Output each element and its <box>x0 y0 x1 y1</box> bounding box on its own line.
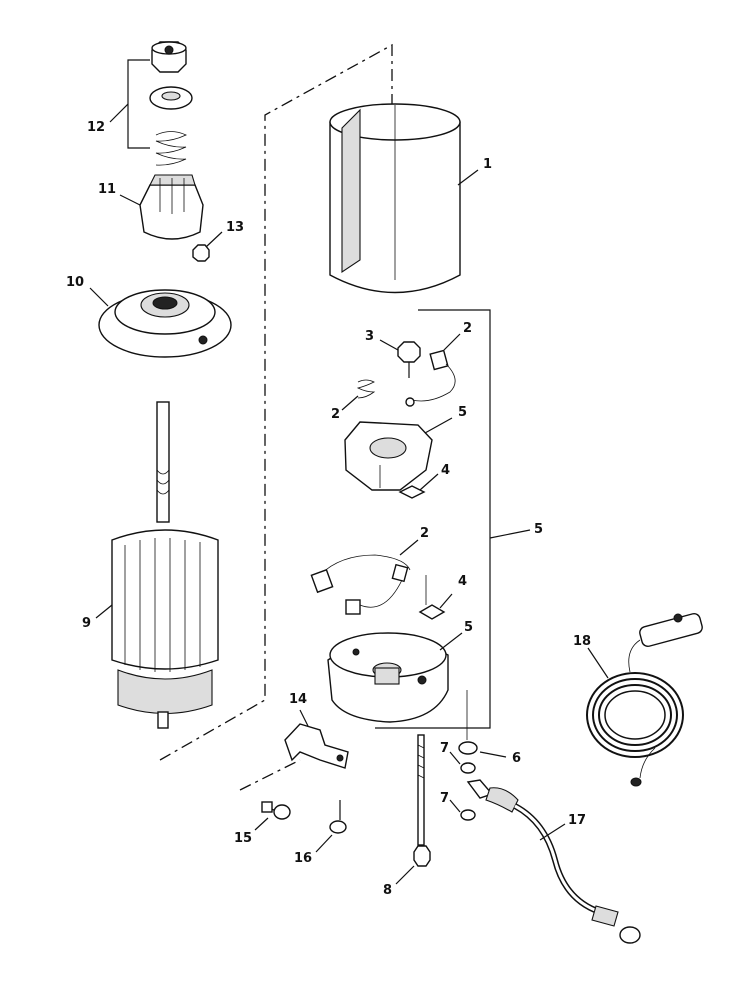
callout-7-upper: 7 <box>440 741 449 756</box>
callout-5-group: 5 <box>534 522 543 537</box>
mounting-bracket-part <box>284 709 349 769</box>
battery-cable-part <box>466 779 641 944</box>
commutator-end-cap <box>327 632 463 723</box>
callout-8: 8 <box>383 883 392 898</box>
callout-9: 9 <box>82 616 91 631</box>
nut-washer-spring-set <box>109 41 193 166</box>
callout-4-lower: 4 <box>458 574 467 589</box>
armature-part <box>95 401 219 729</box>
through-bolt-part <box>395 734 431 885</box>
callout-14: 14 <box>289 692 307 707</box>
brush-holder-group <box>341 333 461 411</box>
callout-4-upper: 4 <box>441 463 450 478</box>
drive-end-cap-part <box>89 287 232 358</box>
callout-5-cap: 5 <box>464 620 473 635</box>
callout-18: 18 <box>573 634 591 649</box>
callout-2-spring: 2 <box>331 407 340 422</box>
callout-13: 13 <box>226 220 244 235</box>
callout-17: 17 <box>568 813 586 828</box>
callout-1: 1 <box>483 157 492 172</box>
screws <box>254 800 347 853</box>
pinion-drive-part <box>119 174 204 240</box>
callout-2-brush: 2 <box>463 321 472 336</box>
square-nut-upper <box>398 473 439 499</box>
brush-spring-set <box>310 539 419 615</box>
field-housing-part <box>329 103 479 294</box>
square-nut-lower <box>418 575 453 620</box>
callout-12: 12 <box>87 120 105 135</box>
terminal-nuts-washers <box>449 690 507 821</box>
callout-labels: 1 2 2 2 3 4 4 5 5 5 6 7 7 8 9 10 11 12 1… <box>66 120 591 898</box>
callout-15: 15 <box>234 831 252 846</box>
assembly-centerlines <box>159 43 393 791</box>
callout-11: 11 <box>98 182 116 197</box>
callout-10: 10 <box>66 275 84 290</box>
callout-2-brush-set: 2 <box>420 526 429 541</box>
callout-5-plate: 5 <box>458 405 467 420</box>
callout-7-lower: 7 <box>440 791 449 806</box>
group-5-bracket <box>375 309 531 729</box>
coiled-harness-part <box>586 612 703 787</box>
callout-16: 16 <box>294 851 312 866</box>
callout-6: 6 <box>512 751 521 766</box>
callout-3: 3 <box>365 329 374 344</box>
brush-plate-part <box>344 417 453 491</box>
small-nut-part <box>192 231 223 262</box>
